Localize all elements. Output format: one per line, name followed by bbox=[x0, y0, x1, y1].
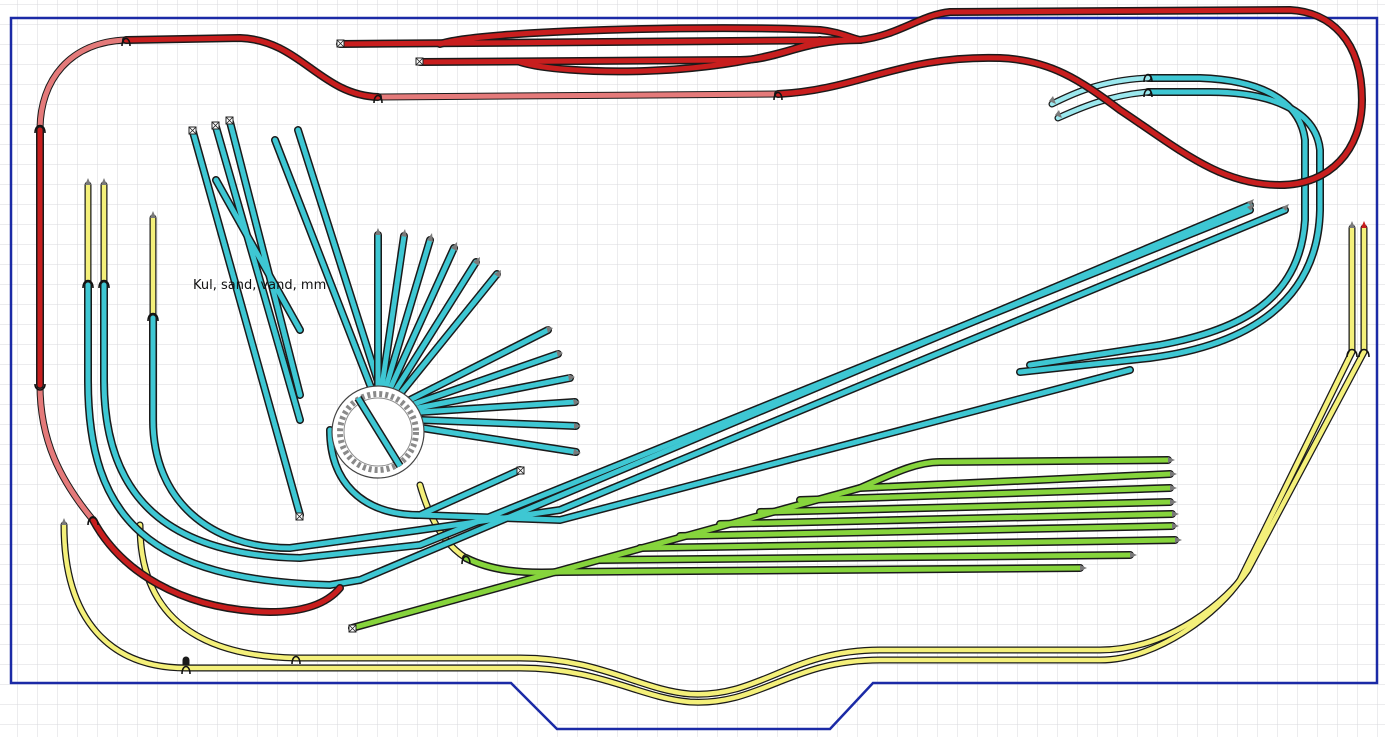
track-joint-icon bbox=[34, 37, 1370, 675]
red-track-group bbox=[36, 5, 1367, 617]
yard-note-label: Kul, sand, vand, mm bbox=[193, 278, 326, 293]
green-yard-tracks bbox=[348, 456, 1179, 632]
buffer-stop-lines bbox=[188, 39, 525, 633]
turntable-radial-tracks bbox=[358, 231, 580, 466]
arrow-tip-icon bbox=[61, 96, 1367, 571]
layout-boundary bbox=[9, 16, 1379, 731]
turntable bbox=[331, 385, 425, 479]
yellow-track-group bbox=[60, 181, 1368, 706]
cyan-track-group bbox=[84, 74, 1324, 590]
